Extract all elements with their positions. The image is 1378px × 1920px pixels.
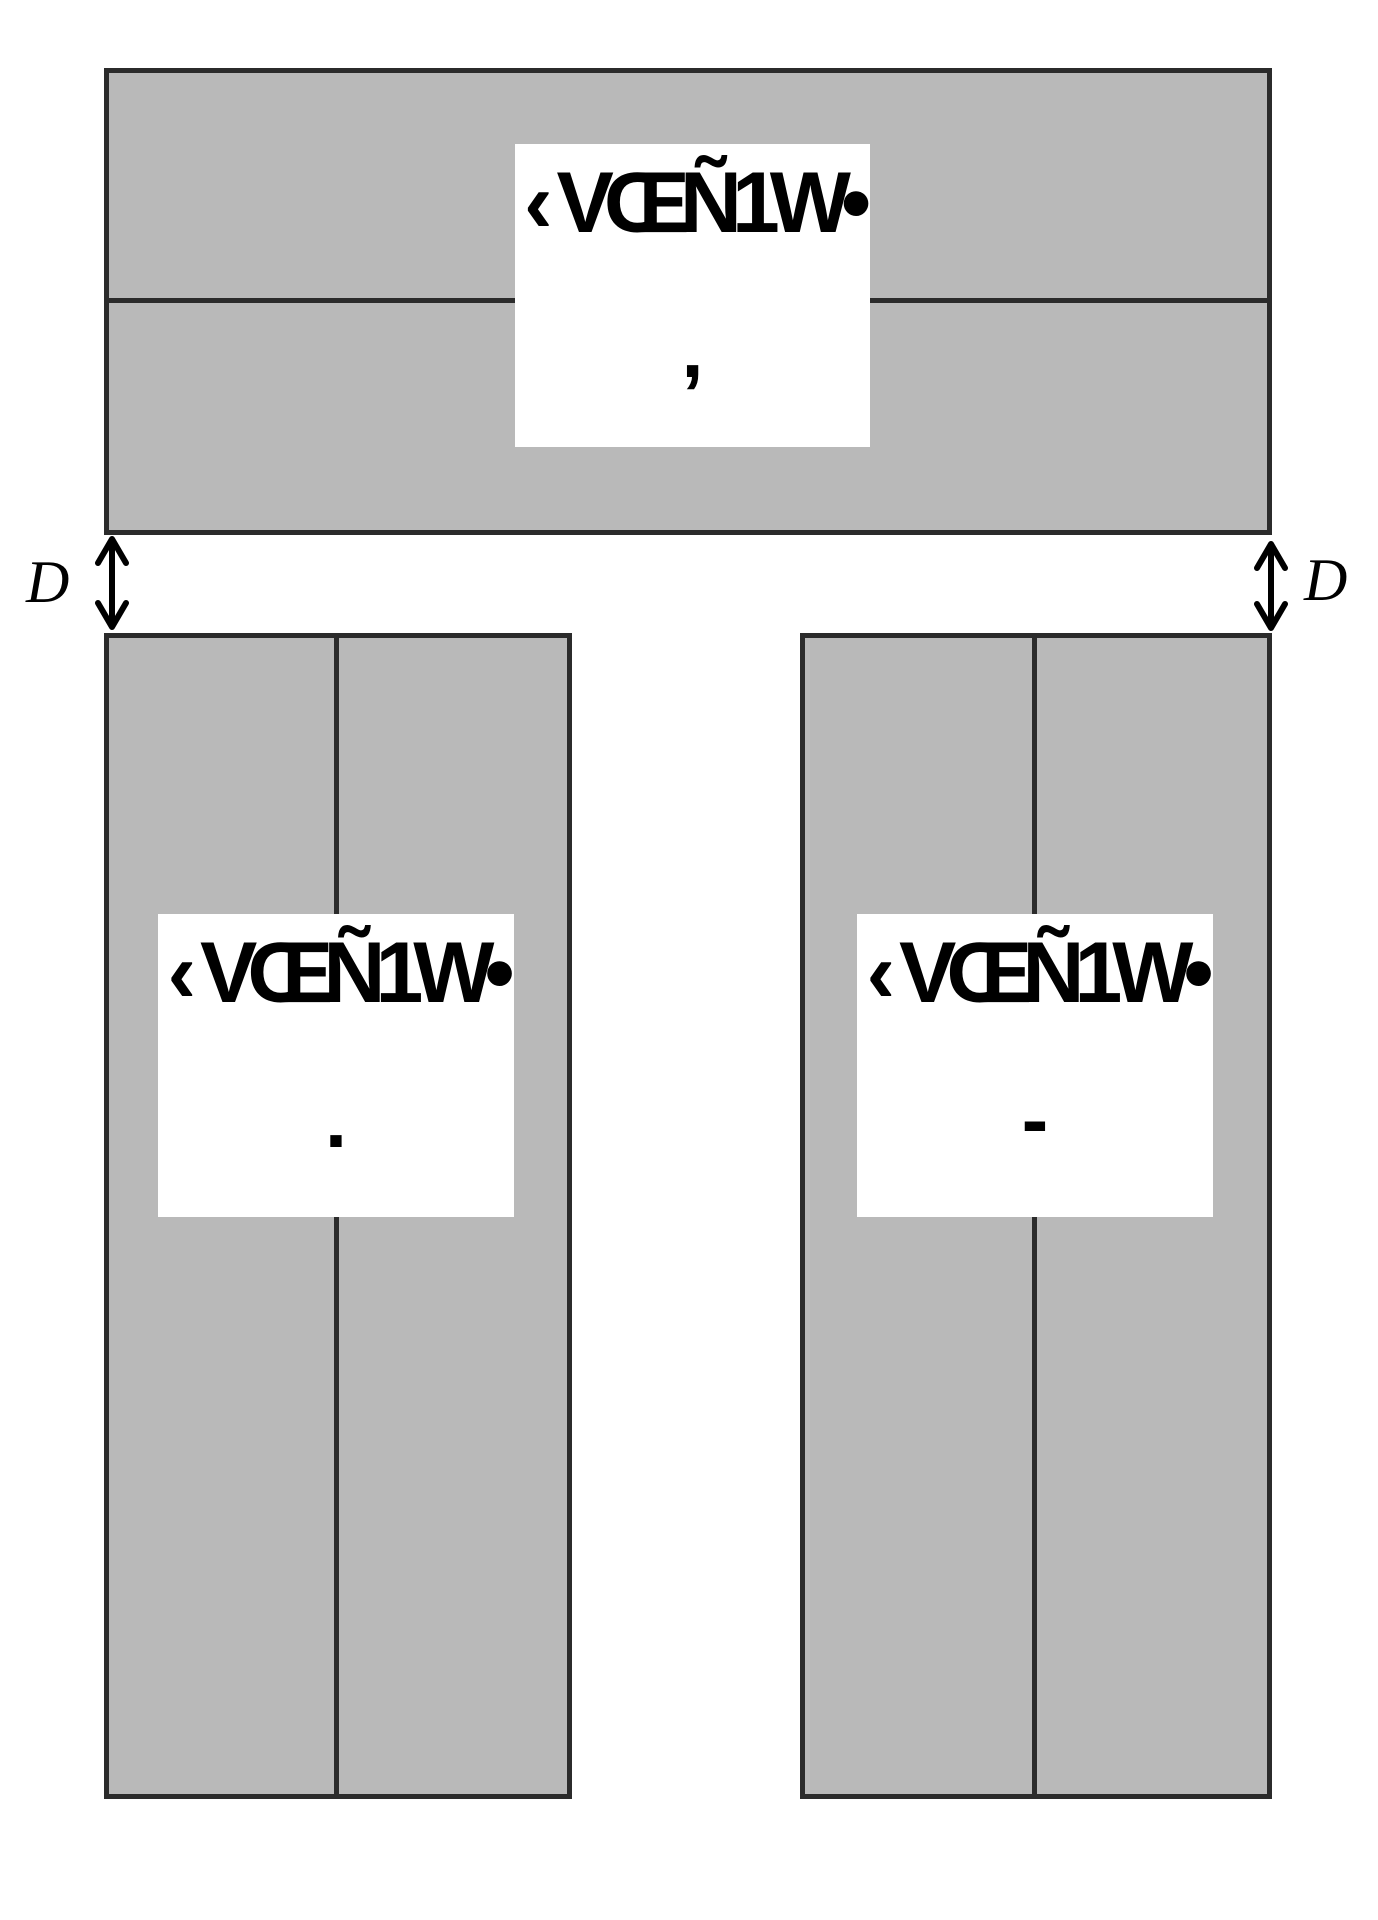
right-gap-label: D: [1304, 547, 1348, 613]
left-block-title: ‹ VŒÑ1W•: [167, 925, 514, 1021]
right-block-title: ‹ VŒÑ1W•: [866, 925, 1213, 1021]
left-block-mark: .: [324, 1075, 348, 1164]
left-gap-arrow-icon: [95, 536, 129, 630]
right-gap-arrow-icon: [1254, 541, 1288, 631]
top-block-mark: ,: [681, 305, 704, 394]
right-block-label: ‹ VŒÑ1W• -: [857, 914, 1214, 1217]
top-block-title: ‹ VŒÑ1W•: [523, 155, 871, 251]
right-block-mark: -: [1021, 1075, 1049, 1164]
top-block-label: ‹ VŒÑ1W• ,: [515, 144, 871, 447]
left-gap-label: D: [26, 549, 70, 615]
left-block-label: ‹ VŒÑ1W• .: [158, 914, 515, 1217]
